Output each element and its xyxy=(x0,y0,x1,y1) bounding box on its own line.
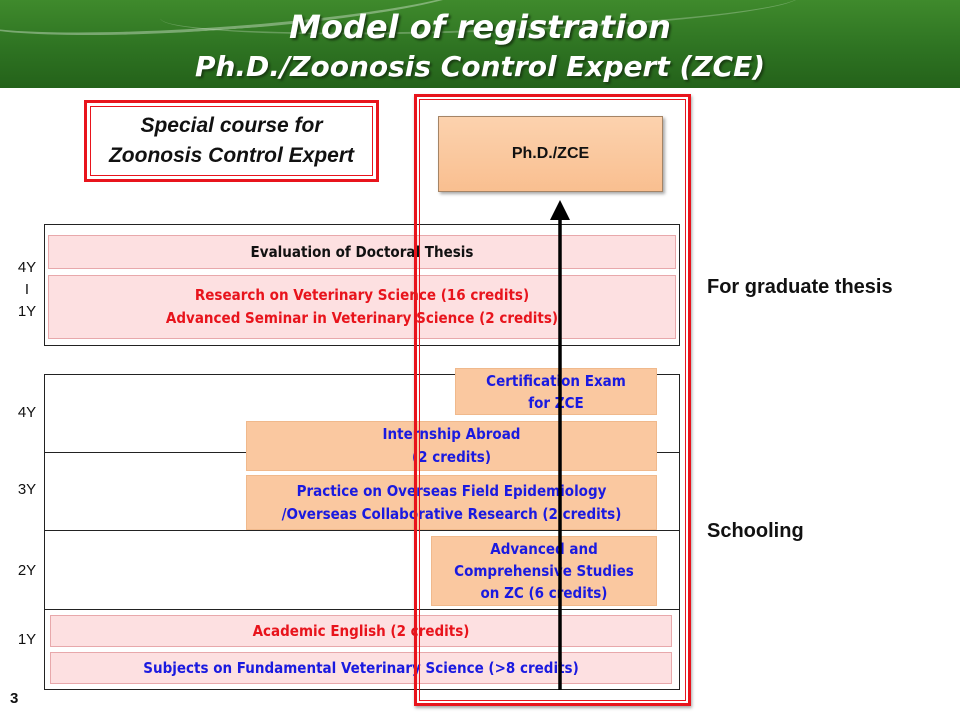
advanced-line1: Advanced and xyxy=(490,540,598,558)
year-label: 4Y xyxy=(17,259,37,276)
advanced-line2: Comprehensive Studies xyxy=(454,562,634,580)
side-label-schooling: Schooling xyxy=(707,520,804,542)
year-label: 4Y xyxy=(17,404,37,421)
internship-line2: (2 credits) xyxy=(412,448,491,466)
internship-abroad-block: Internship Abroad (2 credits) xyxy=(246,421,657,471)
year-label: 1Y xyxy=(17,631,37,648)
special-course-line1: Special course for xyxy=(140,114,323,137)
zce-track-highlight xyxy=(414,94,691,706)
page-number: 3 xyxy=(10,690,19,707)
advanced-line3: on ZC (6 credits) xyxy=(480,584,608,602)
goal-label: Ph.D./ZCE xyxy=(511,145,590,162)
certification-exam-block: Certification Exam for ZCE xyxy=(455,368,657,415)
advanced-studies-block: Advanced and Comprehensive Studies on ZC… xyxy=(431,536,657,606)
schooling-stage-frame xyxy=(44,374,680,690)
year-label: 1Y xyxy=(17,303,37,320)
fundamental-subjects-label: Subjects on Fundamental Veterinary Scien… xyxy=(143,658,579,677)
phd-zce-goal-box: Ph.D./ZCE xyxy=(438,116,663,192)
year-label: 3Y xyxy=(17,481,37,498)
fundamental-subjects-block: Subjects on Fundamental Veterinary Scien… xyxy=(50,652,672,684)
year-separator: I xyxy=(24,281,30,298)
internship-line1: Internship Abroad xyxy=(382,425,521,443)
year-label: 2Y xyxy=(17,562,37,579)
certification-line1: Certification Exam xyxy=(486,371,626,390)
research-label: Research on Veterinary Science (16 credi… xyxy=(194,286,530,304)
evaluation-label: Evaluation of Doctoral Thesis xyxy=(250,242,474,261)
practice-line2: /Overseas Collaborative Research (2 cred… xyxy=(281,504,622,523)
year-divider xyxy=(44,609,680,610)
seminar-label: Advanced Seminar in Veterinary Science (… xyxy=(165,309,559,327)
progress-arrow xyxy=(550,200,570,690)
evaluation-doctoral-thesis: Evaluation of Doctoral Thesis xyxy=(48,235,676,269)
special-course-callout: Special course for Zoonosis Control Expe… xyxy=(84,100,379,182)
certification-line2: for ZCE xyxy=(528,393,584,412)
research-seminar-block: Research on Veterinary Science (16 credi… xyxy=(48,275,676,339)
thesis-stage-frame xyxy=(44,224,680,346)
year-divider xyxy=(44,530,680,531)
header-banner: Model of registration Ph.D./Zoonosis Con… xyxy=(0,0,960,88)
overseas-practice-block: Practice on Overseas Field Epidemiology … xyxy=(246,475,657,530)
practice-line1: Practice on Overseas Field Epidemiology xyxy=(296,481,607,500)
special-course-line2: Zoonosis Control Expert xyxy=(108,144,354,167)
slide-title: Model of registration xyxy=(289,8,671,46)
slide-subtitle: Ph.D./Zoonosis Control Expert (ZCE) xyxy=(194,50,766,83)
side-label-thesis: For graduate thesis xyxy=(707,276,893,298)
